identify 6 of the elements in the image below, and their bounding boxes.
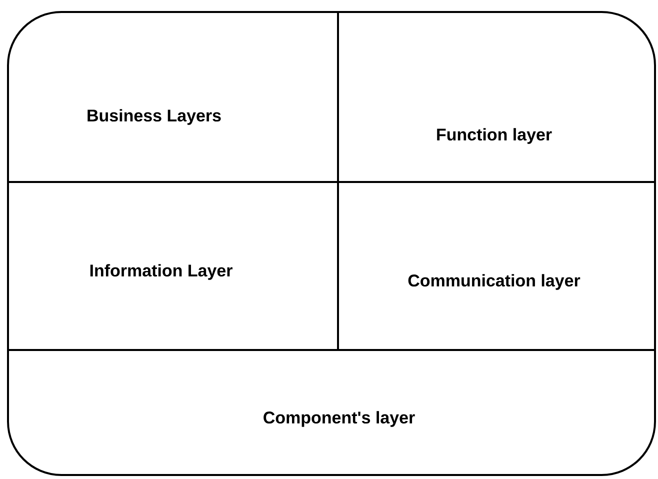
cell-label: Information Layer	[90, 264, 232, 280]
cell-label: Communication layer	[408, 274, 580, 290]
cell-label: Business Layers	[88, 109, 221, 125]
rounded-frame	[7, 11, 656, 476]
cell-label: Function layer	[437, 128, 552, 144]
cell-label: Component's layer	[264, 411, 415, 427]
